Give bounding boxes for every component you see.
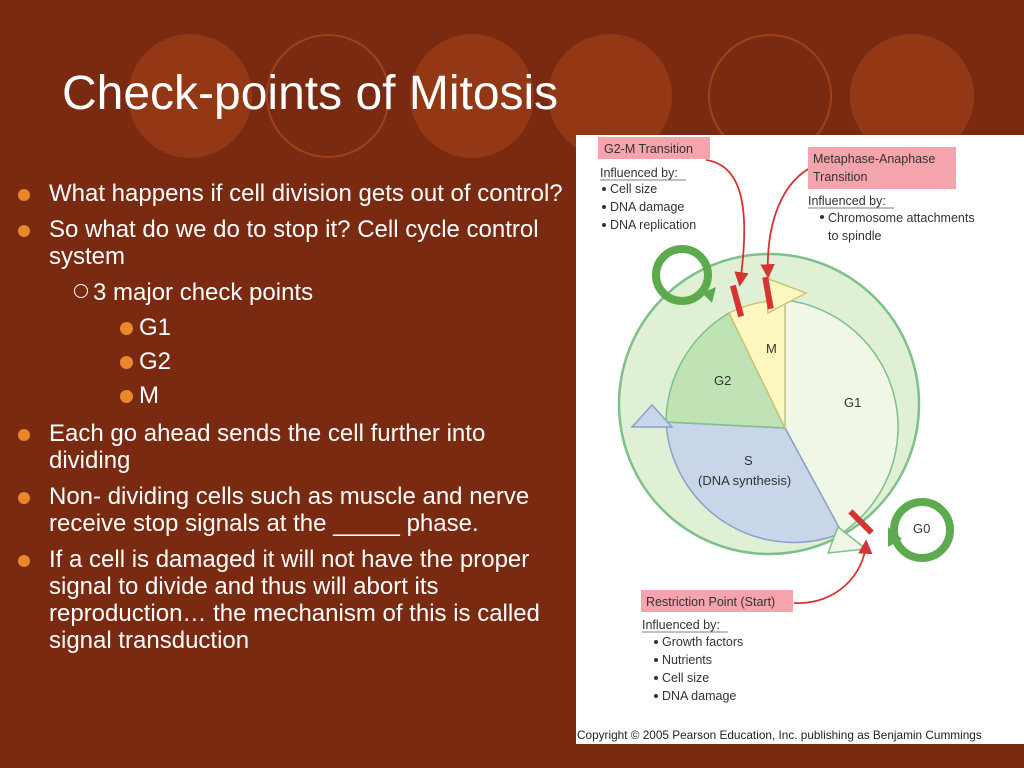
- copyright-text: Copyright © 2005 Pearson Education, Inc.…: [577, 728, 982, 742]
- checkpoint-item: M: [16, 382, 564, 409]
- g2m-title: G2-M Transition: [604, 142, 693, 156]
- bullet-dot: [18, 225, 30, 237]
- sub-bullet-text: 3 major check points: [93, 279, 314, 306]
- g0-loop: [890, 498, 954, 562]
- restriction-influenced: Influenced by:: [642, 618, 720, 632]
- meta-title-line2: Transition: [813, 170, 867, 184]
- bullet-dot: [120, 356, 133, 369]
- g2m-item: DNA replication: [610, 218, 696, 232]
- pointer-arrow-restriction: [793, 539, 873, 604]
- list-dot: [602, 205, 606, 209]
- checkpoint-item: G2: [16, 348, 564, 375]
- list-dot: [654, 694, 658, 698]
- g2-loop: [652, 245, 712, 305]
- restriction-item: Growth factors: [662, 635, 743, 649]
- bullet-text: So what do we do to stop it? Cell cycle …: [49, 216, 539, 270]
- list-dot: [654, 640, 658, 644]
- checkpoint-text: M: [139, 382, 159, 409]
- bullet-item: So what do we do to stop it? Cell cycle …: [16, 216, 564, 270]
- bullet-text: Each go ahead sends the cell further int…: [49, 420, 486, 474]
- s-sector: [665, 421, 844, 544]
- phase-g2-label: G2: [714, 373, 731, 388]
- hollow-bullet: [74, 284, 88, 298]
- restriction-title: Restriction Point (Start): [646, 595, 775, 609]
- bullet-text: What happens if cell division gets out o…: [49, 180, 563, 207]
- restriction-label-box: [641, 590, 793, 612]
- g2m-item: Cell size: [610, 182, 657, 196]
- g2-loop-arrow: [702, 287, 716, 303]
- sub-bullet-item: 3 major check points: [16, 279, 564, 306]
- bullet-item: Non- dividing cells such as muscle and n…: [16, 483, 564, 537]
- meta-item: Chromosome attachments: [828, 211, 975, 225]
- pointer-arrow-g2m: [705, 159, 749, 287]
- list-dot: [820, 215, 824, 219]
- g1-sector: [784, 299, 899, 535]
- g2m-influenced: Influenced by:: [600, 166, 678, 180]
- bullet-dot: [18, 189, 30, 201]
- g2-sector: [665, 311, 787, 429]
- list-dot: [602, 187, 606, 191]
- g2m-label-box: [598, 137, 710, 159]
- checkpoint-text: G1: [139, 314, 172, 341]
- phase-s-sublabel: (DNA synthesis): [698, 473, 791, 488]
- bullet-text: If a cell is damaged it will not have th…: [49, 546, 540, 654]
- restriction-item: Nutrients: [662, 653, 712, 667]
- checkpoint-item: G1: [16, 314, 564, 341]
- bullet-dot: [120, 322, 133, 335]
- ring-arrow-g1: [826, 525, 868, 554]
- cell-cycle-diagram: G2-M Transition Influenced by: Cell size…: [577, 137, 982, 742]
- bullet-dot: [18, 429, 30, 441]
- phase-m-label: M: [766, 341, 777, 356]
- bullet-text: Non- dividing cells such as muscle and n…: [49, 483, 530, 537]
- restriction-item: Cell size: [662, 671, 709, 685]
- pointer-arrow-meta: [760, 164, 817, 279]
- meta-title-line1: Metaphase-Anaphase: [813, 152, 935, 166]
- meta-label-box: [808, 147, 956, 189]
- list-dot: [654, 676, 658, 680]
- decor-circle: [266, 34, 390, 158]
- bullet-list: What happens if cell division gets out o…: [16, 180, 564, 663]
- checkpoint-bar-restriction: [848, 509, 874, 535]
- list-dot: [602, 223, 606, 227]
- meta-item: to spindle: [828, 229, 882, 243]
- slide-title: Check-points of Mitosis: [62, 67, 559, 120]
- phase-s-label: S: [744, 453, 753, 468]
- bullet-dot: [18, 555, 30, 567]
- restriction-item: DNA damage: [662, 689, 736, 703]
- bullet-item: What happens if cell division gets out o…: [16, 180, 564, 207]
- decor-circle: [410, 34, 534, 158]
- meta-influenced: Influenced by:: [808, 194, 886, 208]
- bullet-dot: [18, 492, 30, 504]
- cell-cycle-figure: G2-M Transition Influenced by: Cell size…: [576, 135, 1024, 744]
- checkpoint-bar-g2m: [729, 284, 745, 318]
- checkpoint-bar-meta: [762, 276, 774, 310]
- phase-g0-label: G0: [913, 521, 930, 536]
- checkpoint-text: G2: [139, 348, 172, 375]
- bullet-item: If a cell is damaged it will not have th…: [16, 546, 564, 654]
- list-dot: [654, 658, 658, 662]
- bullet-dot: [120, 390, 133, 403]
- bullet-item: Each go ahead sends the cell further int…: [16, 420, 564, 474]
- g2m-item: DNA damage: [610, 200, 684, 214]
- ring-arrow-s: [630, 403, 674, 428]
- decor-circle: [128, 34, 252, 158]
- g0-loop-arrow: [888, 527, 902, 547]
- phase-g1-label: G1: [844, 395, 861, 410]
